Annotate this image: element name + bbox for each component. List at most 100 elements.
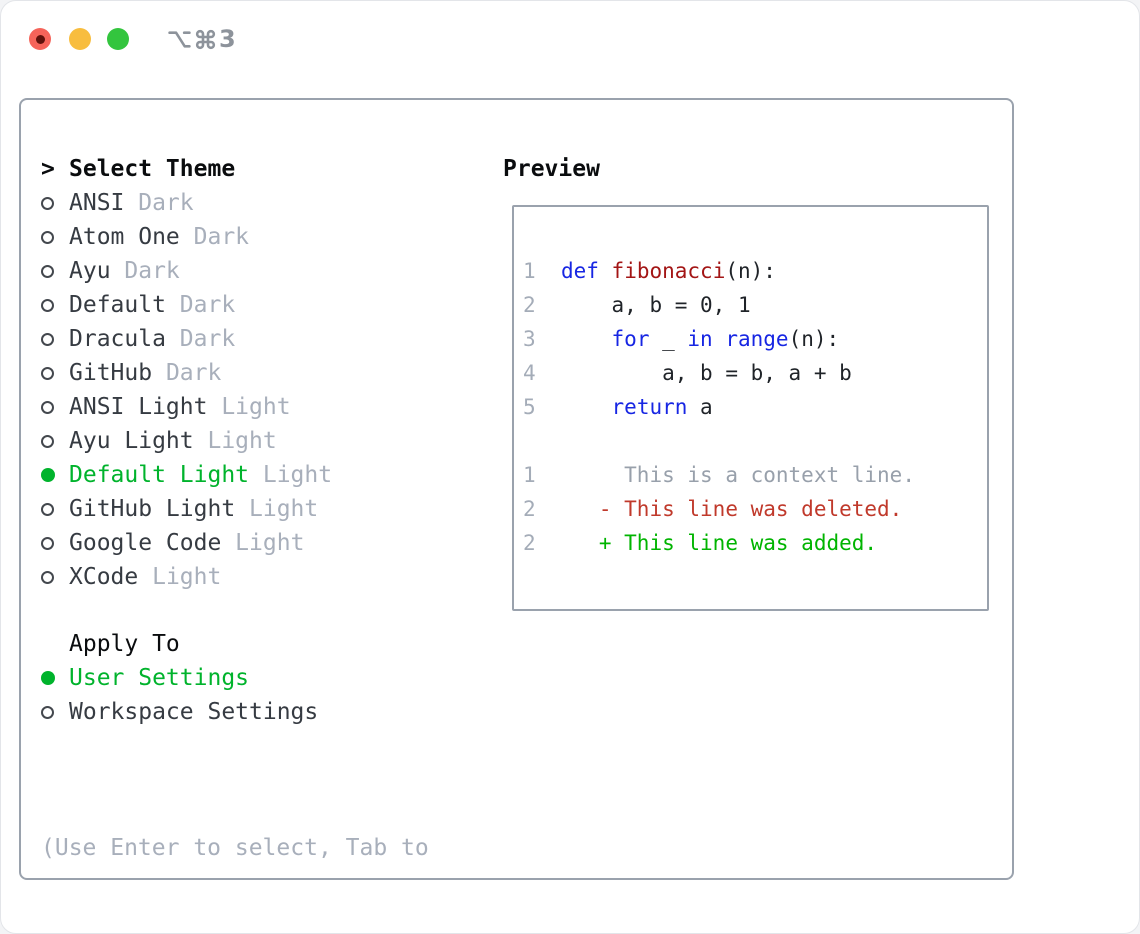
diff-line: 1 This is a context line. bbox=[523, 458, 987, 492]
radio-icon bbox=[41, 230, 54, 244]
radio-cell bbox=[41, 536, 69, 550]
theme-item-github[interactable]: GitHub Dark bbox=[41, 356, 332, 390]
apply-option-workspace-settings[interactable]: Workspace Settings bbox=[41, 695, 318, 729]
theme-variant: Dark bbox=[124, 190, 194, 216]
theme-name: GitHub bbox=[69, 360, 153, 386]
theme-item-ayu[interactable]: Ayu Dark bbox=[41, 254, 332, 288]
radio-cell bbox=[41, 264, 69, 278]
token-plain bbox=[561, 327, 612, 351]
token-keyword: return bbox=[611, 395, 688, 419]
minimize-button[interactable] bbox=[69, 28, 91, 50]
theme-name: XCode bbox=[69, 564, 139, 590]
code-line: 5 return a bbox=[523, 390, 987, 424]
theme-variant: Dark bbox=[179, 224, 250, 250]
line-number: 2 bbox=[523, 293, 536, 317]
token-plain: a, b = b, a + b bbox=[560, 361, 852, 385]
theme-name: Ayu bbox=[69, 258, 111, 284]
close-button[interactable] bbox=[29, 28, 51, 50]
zoom-button[interactable] bbox=[107, 28, 129, 50]
theme-variant: Dark bbox=[110, 258, 180, 284]
theme-item-ansi-light[interactable]: ANSI Light Light bbox=[41, 390, 332, 424]
radio-icon bbox=[41, 298, 54, 312]
token-keyword: for bbox=[611, 327, 650, 351]
code-line: 1 def fibonacci(n): bbox=[523, 254, 987, 288]
radio-cell bbox=[41, 332, 69, 346]
radio-cell bbox=[41, 366, 69, 380]
theme-variant: Light bbox=[138, 564, 222, 590]
token-added: + This line was added. bbox=[560, 531, 878, 555]
token-keyword: in bbox=[687, 327, 713, 351]
radio-icon bbox=[41, 332, 54, 346]
radio-icon bbox=[41, 400, 54, 414]
option-key-icon bbox=[168, 30, 191, 48]
theme-item-default-light[interactable]: Default Light Light bbox=[41, 458, 332, 492]
theme-item-ayu-light[interactable]: Ayu Light Light bbox=[41, 424, 332, 458]
footer-hint: (Use Enter to select, Tab to change focu… bbox=[41, 763, 429, 933]
token-plain: _ bbox=[649, 327, 688, 351]
theme-name: Default bbox=[69, 292, 166, 318]
radio-icon bbox=[41, 264, 54, 278]
radio-cell bbox=[41, 671, 69, 685]
theme-variant: Light bbox=[221, 530, 305, 556]
radio-selected-icon bbox=[41, 468, 55, 482]
radio-cell bbox=[41, 570, 69, 584]
line-number: 1 bbox=[523, 259, 536, 283]
apply-option-user-settings[interactable]: User Settings bbox=[41, 661, 318, 695]
line-number: 5 bbox=[523, 395, 536, 419]
line-number: 4 bbox=[523, 361, 536, 385]
theme-item-atom-one[interactable]: Atom One Dark bbox=[41, 220, 332, 254]
radio-cell bbox=[41, 468, 69, 482]
radio-cell bbox=[41, 298, 69, 312]
radio-cell bbox=[41, 502, 69, 516]
command-key-icon bbox=[195, 29, 216, 49]
theme-name: Google Code bbox=[69, 530, 222, 556]
apply-to-header: Apply To bbox=[41, 627, 318, 661]
code-line: 3 for _ in range(n): bbox=[523, 322, 987, 356]
theme-name: Atom One bbox=[69, 224, 180, 250]
apply-option-label: User Settings bbox=[69, 665, 250, 691]
theme-name: Default Light bbox=[69, 462, 250, 488]
token-deleted: - This line was deleted. bbox=[560, 497, 903, 521]
theme-item-dracula[interactable]: Dracula Dark bbox=[41, 322, 332, 356]
line-number: 1 bbox=[523, 463, 536, 487]
theme-name: ANSI Light bbox=[69, 394, 208, 420]
theme-variant: Light bbox=[249, 462, 333, 488]
theme-item-ansi[interactable]: ANSI Dark bbox=[41, 186, 332, 220]
code-line: 4 a, b = b, a + b bbox=[523, 356, 987, 390]
radio-cell bbox=[41, 230, 69, 244]
code-line: 2 a, b = 0, 1 bbox=[523, 288, 987, 322]
theme-name: ANSI bbox=[69, 190, 125, 216]
line-number: 3 bbox=[523, 327, 536, 351]
radio-icon bbox=[41, 536, 54, 550]
preview-title: Preview bbox=[503, 156, 600, 182]
theme-variant: Dark bbox=[152, 360, 222, 386]
theme-variant: Dark bbox=[165, 292, 236, 318]
radio-icon bbox=[41, 434, 54, 448]
theme-variant: Light bbox=[207, 394, 291, 420]
apply-to-title: Apply To bbox=[69, 631, 180, 657]
token-keyword: range bbox=[725, 327, 789, 351]
theme-item-google-code[interactable]: Google Code Light bbox=[41, 526, 332, 560]
diff-line: 2 + This line was added. bbox=[523, 526, 987, 560]
radio-icon bbox=[41, 570, 54, 584]
token-plain bbox=[713, 327, 726, 351]
theme-list-title: Select Theme bbox=[69, 156, 236, 182]
theme-name: Ayu Light bbox=[69, 428, 194, 454]
theme-item-github-light[interactable]: GitHub Light Light bbox=[41, 492, 332, 526]
theme-variant: Light bbox=[235, 496, 319, 522]
close-dot-icon bbox=[35, 34, 45, 44]
token-plain bbox=[561, 395, 612, 419]
selection-cursor-icon: > bbox=[41, 156, 55, 182]
radio-icon bbox=[41, 705, 54, 719]
theme-item-xcode[interactable]: XCode Light bbox=[41, 560, 332, 594]
theme-name: GitHub Light bbox=[69, 496, 236, 522]
blank-line bbox=[523, 424, 987, 458]
theme-item-default[interactable]: Default Dark bbox=[41, 288, 332, 322]
token-plain: a bbox=[687, 395, 713, 419]
token-function: fibonacci bbox=[611, 259, 726, 283]
